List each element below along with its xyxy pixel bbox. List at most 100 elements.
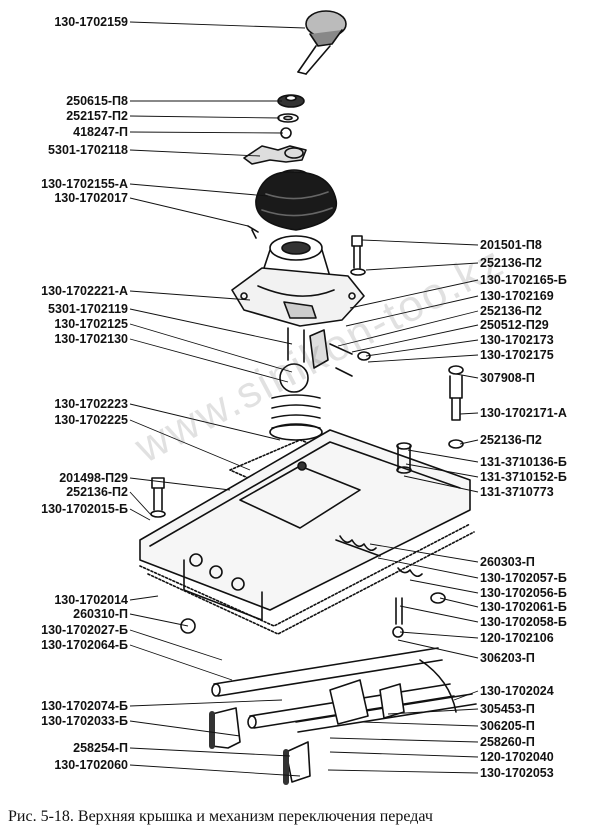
part-label-left: 130-1702155-А xyxy=(41,177,128,191)
part-label-right: 252136-П2 xyxy=(480,256,542,270)
leader-line xyxy=(129,115,281,119)
part-label-right: 130-1702057-Б xyxy=(480,571,567,585)
leader-line xyxy=(399,631,479,639)
part-label-right: 131-3710773 xyxy=(480,485,554,499)
leader-line xyxy=(129,699,283,707)
leader-line xyxy=(455,373,479,379)
part-label-right: 130-1702173 xyxy=(480,333,554,347)
part-label-right: 305453-П xyxy=(480,702,535,716)
leader-line xyxy=(439,597,479,608)
leader-line xyxy=(453,690,479,701)
part-label-left: 130-1702159 xyxy=(54,15,128,29)
leader-line xyxy=(329,737,479,743)
leader-line xyxy=(337,310,479,347)
part-label-right: 130-1702061-Б xyxy=(480,600,567,614)
leader-line xyxy=(129,323,293,373)
spring-small xyxy=(395,597,403,625)
ball xyxy=(180,618,196,634)
part-label-left: 260310-П xyxy=(73,607,128,621)
leader-line xyxy=(365,339,479,357)
part-label-right: 130-1702024 xyxy=(480,684,554,698)
leader-line xyxy=(129,183,269,197)
leader-line xyxy=(129,21,306,29)
part-label-right: 130-1702171-А xyxy=(480,406,567,420)
part-label-right: 250512-П29 xyxy=(480,318,549,332)
screw-icon xyxy=(247,225,259,239)
leader-line xyxy=(367,354,479,363)
part-label-left: 130-1702130 xyxy=(54,332,128,346)
leader-line xyxy=(129,477,231,491)
leader-line xyxy=(129,403,281,441)
part-label-left: 258254-П xyxy=(73,741,128,755)
part-label-right: 252136-П2 xyxy=(480,433,542,447)
leader-line xyxy=(407,449,479,463)
part-label-right: 306203-П xyxy=(480,651,535,665)
part-label-right: 201501-П8 xyxy=(480,238,542,252)
leader-line xyxy=(129,613,189,627)
part-label-left: 130-1702074-Б xyxy=(41,699,128,713)
part-label-left: 252157-П2 xyxy=(66,109,128,123)
part-label-left: 130-1702060 xyxy=(54,758,128,772)
part-label-left: 130-1702017 xyxy=(54,191,128,205)
leader-line xyxy=(129,764,301,777)
leader-line xyxy=(361,239,479,246)
part-label-right: 260303-П xyxy=(480,555,535,569)
leader-line xyxy=(387,708,479,715)
leader-line xyxy=(329,751,479,758)
part-label-left: 130-1702014 xyxy=(54,593,128,607)
part-label-right: 130-1702165-Б xyxy=(480,273,567,287)
leader-line xyxy=(377,557,479,579)
leader-line xyxy=(365,262,479,271)
part-label-left: 250615-П8 xyxy=(66,94,128,108)
part-label-left: 5301-1702119 xyxy=(48,302,128,316)
bolt xyxy=(150,477,166,518)
leader-line xyxy=(399,605,479,623)
gearbox-top-cover xyxy=(139,429,471,621)
spring xyxy=(269,394,323,441)
part-label-left: 130-1702064-Б xyxy=(41,638,128,652)
leader-line xyxy=(409,579,479,594)
leader-line xyxy=(129,747,291,757)
part-label-right: 130-1702058-Б xyxy=(480,615,567,629)
leader-line xyxy=(129,131,284,134)
part-label-right: 120-1702106 xyxy=(480,631,554,645)
part-label-right: 130-1702169 xyxy=(480,289,554,303)
part-label-right: 252136-П2 xyxy=(480,304,542,318)
rubber-boot xyxy=(255,169,338,231)
leader-line xyxy=(129,290,251,301)
part-label-right: 131-3710136-Б xyxy=(480,455,567,469)
leader-line xyxy=(129,308,293,345)
part-label-right: 307908-П xyxy=(480,371,535,385)
part-label-right: 130-1702175 xyxy=(480,348,554,362)
leader-line xyxy=(129,644,233,681)
part-label-left: 130-1702225 xyxy=(54,413,128,427)
leader-line xyxy=(129,491,153,517)
part-label-left: 130-1702015-Б xyxy=(41,502,128,516)
leader-line xyxy=(129,338,289,383)
lock-pin xyxy=(448,365,464,449)
leader-line xyxy=(327,769,479,774)
part-label-left: 130-1702223 xyxy=(54,397,128,411)
leader-line xyxy=(361,721,479,727)
bolt xyxy=(350,235,366,276)
figure-caption: Рис. 5-18. Верхняя крышка и механизм пер… xyxy=(8,808,433,825)
leader-line xyxy=(369,543,479,563)
detent-assembly xyxy=(335,535,446,604)
part-label-left: 130-1702027-Б xyxy=(41,623,128,637)
gear-lever xyxy=(279,327,371,393)
part-label-left: 130-1702125 xyxy=(54,317,128,331)
part-label-right: 130-1702056-Б xyxy=(480,586,567,600)
leader-line xyxy=(129,149,261,157)
part-label-left: 418247-П xyxy=(73,125,128,139)
part-label-left: 5301-1702118 xyxy=(48,143,128,157)
leader-line xyxy=(129,508,151,521)
part-label-left: 130-1702221-А xyxy=(41,284,128,298)
leader-line xyxy=(349,279,479,309)
part-label-right: 130-1702053 xyxy=(480,766,554,780)
leader-line xyxy=(405,463,479,478)
leader-line xyxy=(351,324,479,353)
leader-line xyxy=(129,419,251,471)
shift-forks xyxy=(209,659,457,785)
part-label-left: 130-1702033-Б xyxy=(41,714,128,728)
